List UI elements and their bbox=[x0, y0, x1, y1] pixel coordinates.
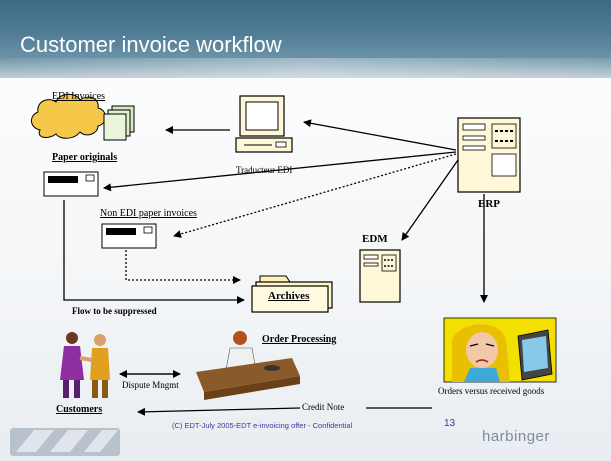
cloud-icon bbox=[31, 93, 106, 139]
label-customers: Customers bbox=[56, 404, 103, 415]
footer-copyright: (C) EDT-July 2005-EDT e-invoicing offer … bbox=[172, 421, 353, 430]
brand-logo: harbinger bbox=[482, 428, 550, 445]
label-dispute: Dispute Mngmt bbox=[122, 380, 179, 390]
label-order-processing: Order Processing bbox=[262, 334, 337, 345]
paper-originals-envelope-icon bbox=[43, 171, 99, 197]
label-flow-suppressed: Flow to be suppressed bbox=[72, 306, 157, 316]
page-number: 13 bbox=[444, 418, 456, 429]
order-processing-desk-icon bbox=[196, 331, 300, 400]
label-edi-invoices: EDI Invoices bbox=[52, 91, 106, 102]
label-orders-vs: Orders versus received goods bbox=[438, 386, 545, 396]
edt-logo-image bbox=[10, 428, 120, 456]
label-edm: EDM bbox=[362, 233, 388, 245]
erp-server-icon bbox=[457, 117, 521, 193]
label-archives: Archives bbox=[268, 290, 310, 302]
label-traducteur-edi: Traducteur EDI bbox=[236, 165, 293, 175]
title-bar-sheen bbox=[0, 58, 611, 78]
title-bar: Customer invoice workflow bbox=[0, 0, 611, 78]
documents-stack-icon bbox=[103, 105, 135, 141]
slide-title: Customer invoice workflow bbox=[20, 32, 282, 57]
customers-handshake-icon bbox=[60, 332, 110, 398]
label-paper-originals: Paper originals bbox=[52, 152, 118, 163]
connector-arrows bbox=[63, 119, 488, 416]
woman-at-computer-icon bbox=[443, 317, 557, 383]
label-non-edi: Non EDI paper invoices bbox=[100, 208, 197, 219]
archives-folder-icon bbox=[251, 275, 333, 313]
computer-icon bbox=[235, 95, 293, 153]
non-edi-envelope-icon bbox=[101, 223, 157, 249]
edm-server-icon bbox=[359, 249, 401, 303]
label-erp: ERP bbox=[478, 198, 500, 210]
label-credit-note: Credit Note bbox=[302, 402, 345, 412]
